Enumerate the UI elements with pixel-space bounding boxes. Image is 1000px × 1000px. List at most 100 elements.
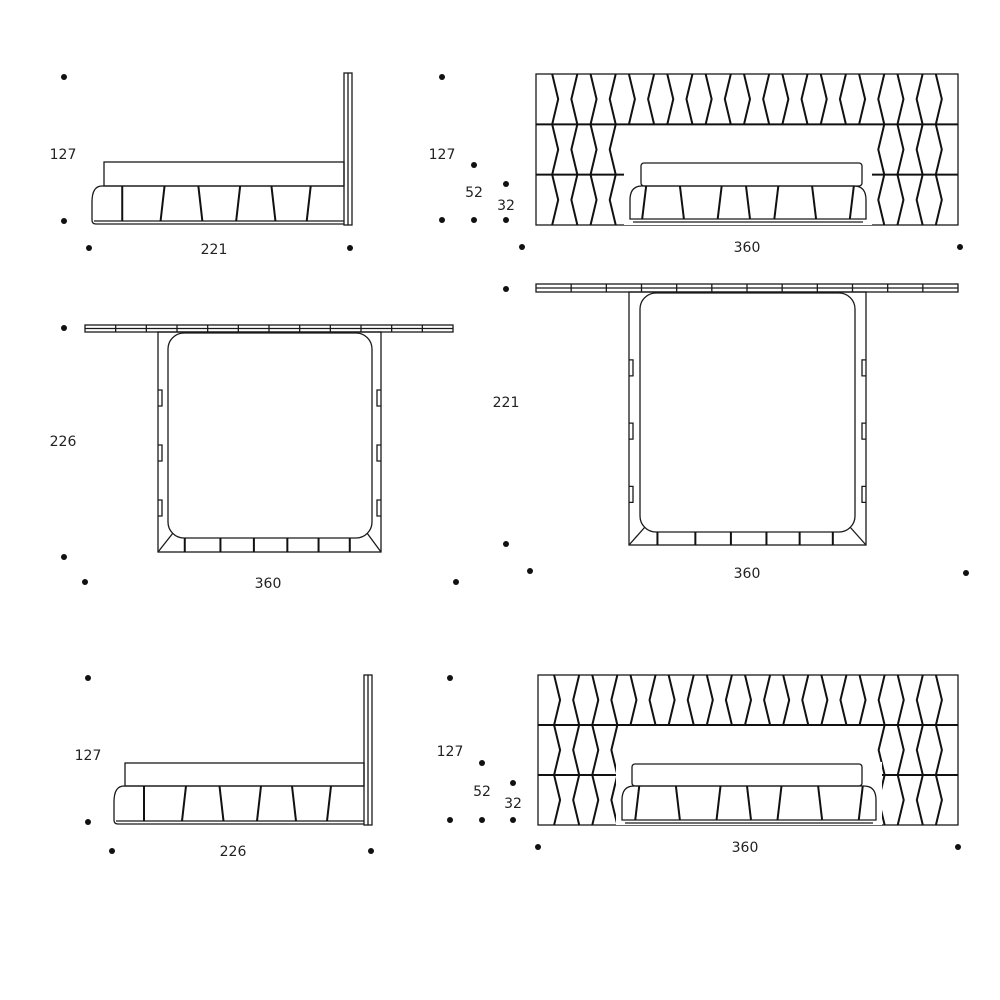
bed-base xyxy=(91,185,344,225)
frame-corner-line xyxy=(157,532,174,553)
base-tuft-seam xyxy=(326,785,332,822)
panel-tile-seam xyxy=(591,774,600,826)
dimension-dot xyxy=(510,780,516,786)
dimension-dot xyxy=(85,675,91,681)
base-tuft-seam xyxy=(678,185,685,220)
panel-tile-seam xyxy=(723,73,732,125)
base-tuft-seam xyxy=(716,185,723,220)
panel-tile-seam xyxy=(685,73,694,125)
base-tuft-seam xyxy=(817,785,824,821)
panel-tile-seam xyxy=(608,73,617,125)
front1-bed-height-label: 52 xyxy=(465,185,483,201)
panel-tile-seam xyxy=(877,674,886,726)
dimension-dot xyxy=(86,245,92,251)
dimension-dot xyxy=(61,218,67,224)
panel-tile-seam xyxy=(896,73,905,125)
panel-tile-seam xyxy=(591,724,600,776)
panel-tile-seam xyxy=(608,124,617,175)
panel-tile-seam xyxy=(839,674,848,726)
panel-tile-seam xyxy=(934,724,943,776)
dimension-dot xyxy=(527,568,533,574)
dimension-dot xyxy=(479,817,485,823)
side-view-226 xyxy=(113,674,373,826)
bed-frame xyxy=(628,291,867,546)
bed-base xyxy=(629,185,867,220)
panel-tile-seam xyxy=(629,674,638,726)
base-tuft-seam xyxy=(674,785,681,821)
mattress xyxy=(167,332,373,539)
side-tuft xyxy=(158,389,163,407)
panel-tile-seam xyxy=(589,124,598,175)
side-tuft xyxy=(629,422,634,440)
dimension-dot xyxy=(503,217,509,223)
side-tuft xyxy=(629,359,634,377)
base-tuft-seam xyxy=(715,785,722,821)
panel-tile-seam xyxy=(666,73,675,125)
panel-tile-seam xyxy=(744,674,753,726)
panel-tile-seam xyxy=(589,174,598,226)
panel-tile-seam xyxy=(934,674,943,726)
panel-tile-seam xyxy=(610,774,619,826)
base-tuft-seam xyxy=(857,785,864,821)
base-tuft-seam xyxy=(305,185,312,222)
dimension-dot xyxy=(447,675,453,681)
panel-tile-seam xyxy=(858,73,867,125)
dimension-dot xyxy=(503,181,509,187)
panel-tile-seam xyxy=(591,674,600,726)
panel-tile-seam xyxy=(781,73,790,125)
panel-tile-seam xyxy=(934,73,943,125)
dimension-dot xyxy=(61,74,67,80)
panel-tile-seam xyxy=(877,724,886,776)
frame-corner-line xyxy=(366,532,382,553)
base-tuft-seam xyxy=(773,185,780,220)
dimension-dot xyxy=(471,162,477,168)
dimension-dot xyxy=(955,844,961,850)
panel-tile-seam xyxy=(553,674,562,726)
dimension-dot xyxy=(453,579,459,585)
dimension-dot xyxy=(503,286,509,292)
front2-height-label: 127 xyxy=(437,744,464,760)
panel-tile-seam xyxy=(551,124,560,175)
bed-mask xyxy=(624,161,872,225)
dimension-dot xyxy=(61,554,67,560)
dimension-dot xyxy=(85,819,91,825)
panel-tile-seam xyxy=(572,674,581,726)
panel-tile-seam xyxy=(551,73,560,125)
panel-tile-seam xyxy=(627,73,636,125)
panel-tile-seam xyxy=(915,73,924,125)
panel-tile-seam xyxy=(572,774,581,826)
panel-tile-seam xyxy=(915,724,924,776)
panel-tile-seam xyxy=(610,724,619,776)
front-view-bottom xyxy=(537,674,959,826)
panel-tile-seam xyxy=(915,774,924,826)
side-tuft xyxy=(861,485,866,504)
panel-tile-seam xyxy=(820,674,829,726)
base-tuft-seam xyxy=(270,185,277,222)
panel-tile-seam xyxy=(667,674,676,726)
side2-height-label: 127 xyxy=(75,748,102,764)
panel-tile-seam xyxy=(896,674,905,726)
panel-tile-seam xyxy=(858,674,867,726)
dimension-dot xyxy=(510,817,516,823)
side-tuft xyxy=(158,499,163,517)
mattress xyxy=(124,762,365,787)
panel-tile-seam xyxy=(743,73,752,125)
panel-tile-seam xyxy=(896,724,905,776)
front1-height-label: 127 xyxy=(429,147,456,163)
side2-length-label: 226 xyxy=(220,844,247,860)
front1-width-label: 360 xyxy=(734,240,761,256)
side-tuft xyxy=(861,422,866,440)
panel-tile-seam xyxy=(648,674,657,726)
panel-tile-seam xyxy=(553,774,562,826)
base-tuft-seam xyxy=(776,785,783,821)
panel-tile-seam xyxy=(838,73,847,125)
side-view-221 xyxy=(91,72,353,226)
dimension-dot xyxy=(61,325,67,331)
top-view-226 xyxy=(84,324,454,553)
dimension-dot xyxy=(519,244,525,250)
base-tuft-seam xyxy=(235,185,242,222)
panel-tile-seam xyxy=(705,674,714,726)
panel-tile-seam xyxy=(762,73,771,125)
panel-tile-seam xyxy=(763,674,772,726)
